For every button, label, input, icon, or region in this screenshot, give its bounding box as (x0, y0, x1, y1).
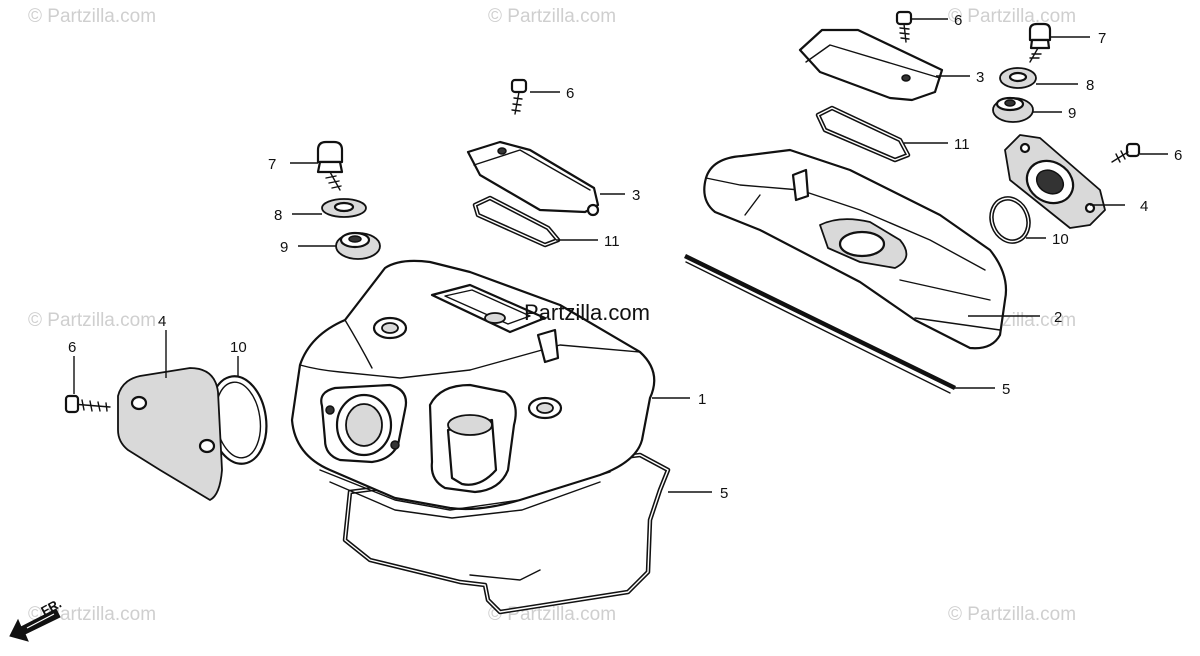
breather-bolt-left (316, 140, 344, 191)
callout-6-left: 6 (68, 339, 76, 356)
washer-left (321, 198, 367, 218)
washer-right (999, 67, 1037, 89)
o-ring-right (989, 196, 1031, 244)
breather-cover-right (798, 28, 944, 102)
breather-cover-left (466, 140, 600, 217)
watermark-text: © Partzilla.com (488, 604, 616, 625)
watermark-text: © Partzilla.com (948, 6, 1076, 27)
breather-gasket-right (815, 105, 911, 163)
breather-bolt-right (1028, 22, 1052, 63)
callout-10-right: 10 (1052, 231, 1069, 248)
callout-9-right: 9 (1068, 105, 1076, 122)
watermark-text: © Partzilla.com (948, 604, 1076, 625)
callout-8-right: 8 (1086, 77, 1094, 94)
callout-4-left: 4 (158, 313, 166, 330)
bolt-left (64, 394, 111, 414)
port-cover-plate-left (117, 367, 268, 501)
watermark-text: © Partzilla.com (28, 6, 156, 27)
head-cover-gasket-right (684, 253, 956, 394)
grommet-right (992, 96, 1034, 123)
callout-4-right: 4 (1140, 198, 1148, 215)
leader-lines (73, 18, 1168, 493)
cylinder-head-cover (290, 259, 656, 519)
watermark-text: © Partzilla.com (488, 6, 616, 27)
port-cover-plate-right (1004, 134, 1106, 229)
callout-7-left: 7 (268, 156, 276, 173)
bolt-top-middle (510, 78, 528, 115)
rear-cylinder-head-cover (703, 148, 1008, 350)
callout-10-left: 10 (230, 339, 247, 356)
callout-6-right: 6 (1174, 147, 1182, 164)
callout-6-top-right: 6 (954, 12, 962, 29)
callout-labels: 1 2 3 3 4 4 5 5 6 6 6 6 7 7 8 8 9 9 10 1… (68, 12, 1182, 502)
callout-2: 2 (1054, 309, 1062, 326)
head-cover-gasket-left (342, 452, 671, 615)
watermark-group: © Partzilla.com © Partzilla.com © Partzi… (28, 6, 1076, 625)
callout-7-right: 7 (1098, 30, 1106, 47)
bolt-right (1111, 142, 1141, 163)
callout-11-right: 11 (954, 136, 970, 153)
grommet-left (335, 231, 381, 260)
callout-8-left: 8 (274, 207, 282, 224)
watermark-text: © Partzilla.com (28, 310, 156, 331)
callout-11-left: 11 (604, 233, 620, 250)
callout-9-left: 9 (280, 239, 288, 256)
bolt-top-right (895, 10, 913, 43)
callout-5-left: 5 (720, 485, 728, 502)
callout-3-left: 3 (632, 187, 640, 204)
brand-watermark: Partzilla.com (524, 300, 650, 325)
callout-5-right: 5 (1002, 381, 1010, 398)
front-arrow-icon (9, 608, 61, 642)
callout-6-top-middle: 6 (566, 85, 574, 102)
watermark-text: © Partzilla.com (28, 604, 156, 625)
front-direction-indicator: FR. (9, 596, 64, 642)
callout-3-right: 3 (976, 69, 984, 86)
callout-1: 1 (698, 391, 706, 408)
